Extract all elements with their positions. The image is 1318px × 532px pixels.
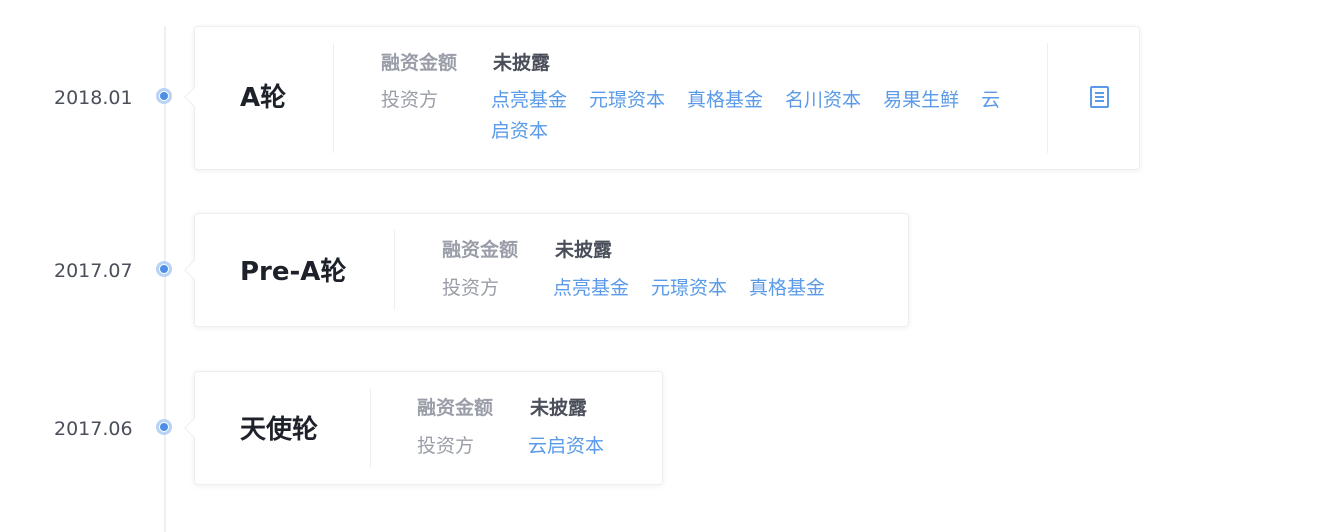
- timeline-dot-icon: [156, 88, 172, 104]
- card-divider: [370, 388, 371, 468]
- round-name: Pre-A轮: [240, 257, 347, 287]
- investor-link[interactable]: 元璟资本: [651, 277, 728, 299]
- amount-label: 融资金额: [417, 397, 494, 419]
- timeline-dot-icon: [156, 419, 172, 435]
- investor-link[interactable]: 点亮基金: [491, 89, 568, 111]
- investors-label: 投资方: [442, 277, 500, 299]
- investors-label: 投资方: [417, 435, 475, 457]
- amount-value: 未披露: [555, 239, 613, 261]
- card-arrow: [184, 260, 204, 280]
- timeline-line: [164, 26, 166, 532]
- investor-link[interactable]: 真格基金: [687, 89, 764, 111]
- round-card: 天使轮 融资金额 未披露 投资方 云启资本: [184, 371, 663, 485]
- investor-list: 点亮基金元璟资本真格基金名川资本易果生鲜云启资本: [491, 85, 1011, 147]
- card-arrow: [184, 418, 204, 438]
- investor-list: 点亮基金元璟资本真格基金: [553, 273, 893, 304]
- amount-value: 未披露: [530, 397, 588, 419]
- investor-link[interactable]: 名川资本: [785, 89, 862, 111]
- round-card: A轮 融资金额 未披露 投资方 点亮基金元璟资本真格基金名川资本易果生鲜云启资本: [184, 26, 1140, 170]
- investor-link[interactable]: 真格基金: [749, 277, 826, 299]
- round-date: 2017.07: [54, 260, 133, 282]
- round-name: 天使轮: [240, 415, 319, 445]
- amount-label: 融资金额: [381, 52, 458, 74]
- investor-list: 云启资本: [528, 431, 648, 462]
- investor-link[interactable]: 云启资本: [491, 89, 1001, 142]
- investor-link[interactable]: 云启资本: [528, 435, 605, 457]
- amount-label: 融资金额: [442, 239, 519, 261]
- investor-link[interactable]: 点亮基金: [553, 277, 630, 299]
- timeline-dot-icon: [156, 261, 172, 277]
- card-divider: [394, 230, 395, 310]
- investors-label: 投资方: [381, 89, 439, 111]
- card-arrow: [184, 87, 204, 107]
- investor-link[interactable]: 元璟资本: [589, 89, 666, 111]
- document-icon[interactable]: [1089, 85, 1111, 109]
- amount-value: 未披露: [493, 52, 551, 74]
- round-card: Pre-A轮 融资金额 未披露 投资方 点亮基金元璟资本真格基金: [184, 213, 909, 327]
- investor-link[interactable]: 易果生鲜: [883, 89, 960, 111]
- round-name: A轮: [240, 83, 287, 113]
- card-divider: [1047, 43, 1048, 153]
- card-divider: [333, 43, 334, 153]
- round-date: 2018.01: [54, 87, 133, 109]
- round-date: 2017.06: [54, 418, 133, 440]
